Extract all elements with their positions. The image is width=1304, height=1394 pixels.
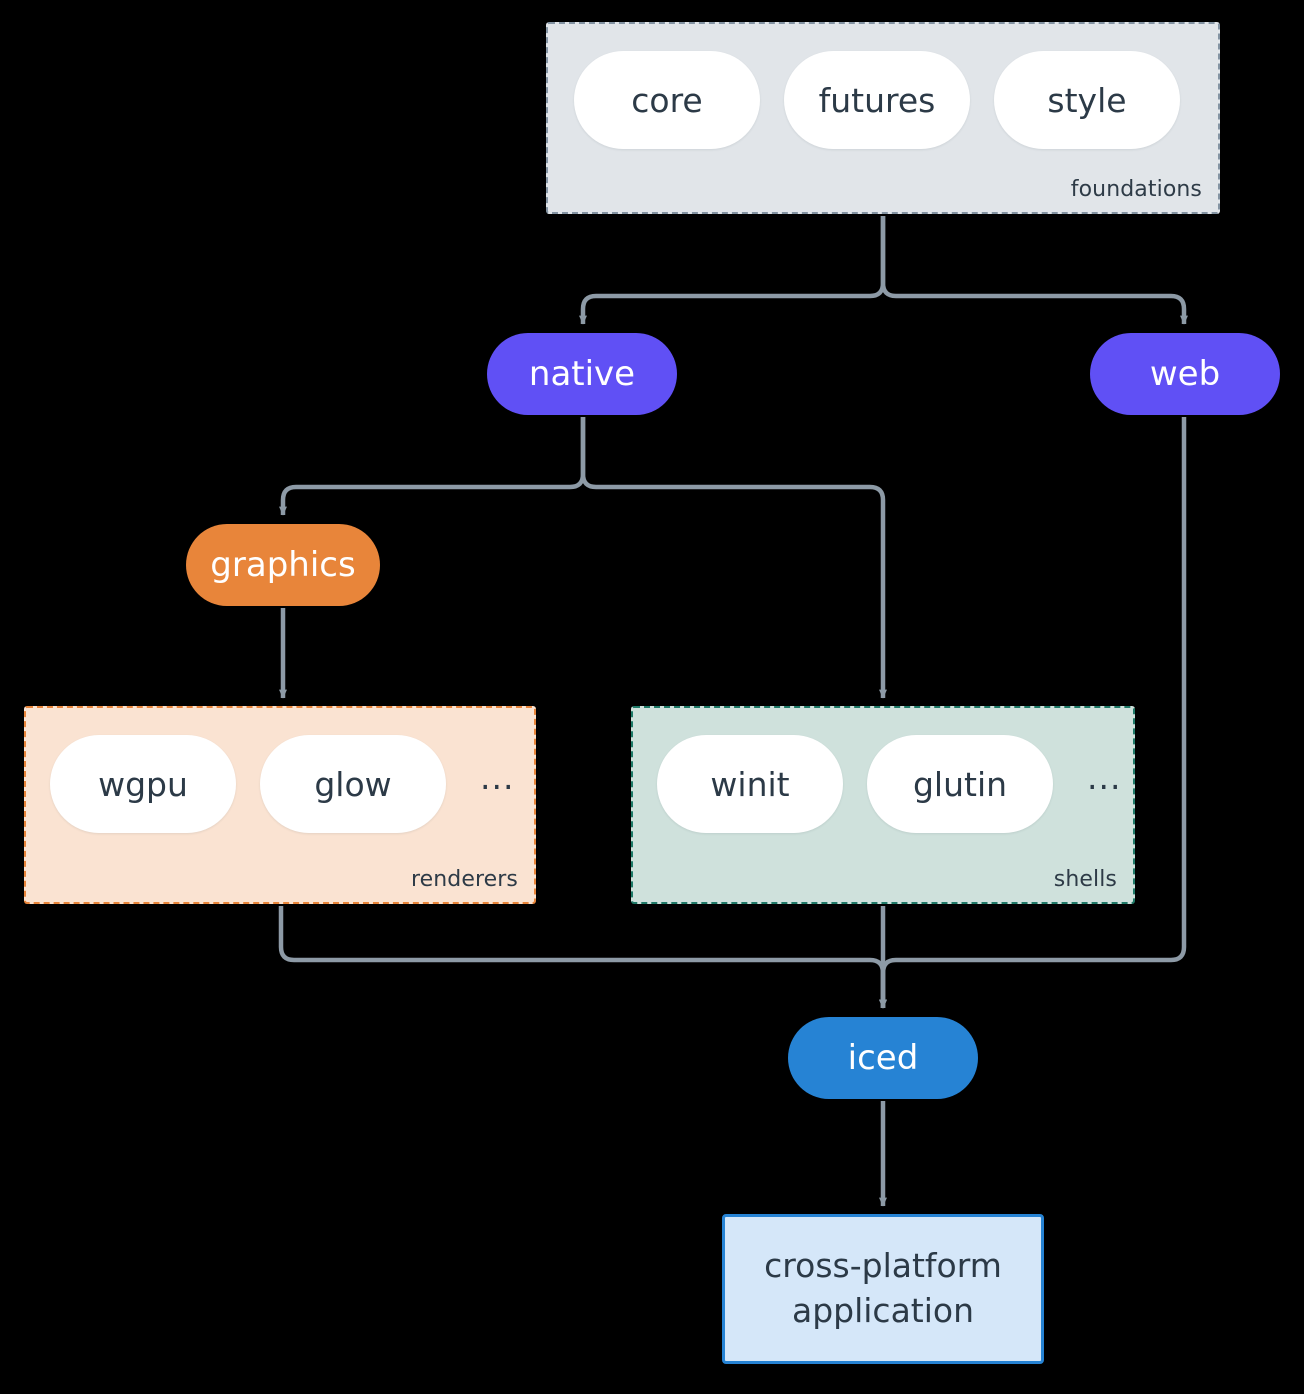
edge-foundations-web (880, 216, 1188, 325)
group-shells: winit glutin ... shells (631, 706, 1135, 904)
edge-renderers-iced (278, 906, 887, 1009)
shells-ellipsis: ... (1087, 757, 1122, 797)
foundations-pill-row: core futures style (574, 51, 1180, 149)
pill-core[interactable]: core (574, 51, 760, 149)
renderers-pill-row: wgpu glow ... (50, 735, 514, 833)
edge-foundations-native (579, 216, 886, 325)
group-renderers: wgpu glow ... renderers (24, 706, 536, 904)
group-label-renderers: renderers (410, 867, 518, 892)
application-line-1: cross-platform (764, 1246, 1002, 1286)
node-cross-platform-application[interactable]: cross-platform application (722, 1214, 1044, 1364)
pill-futures[interactable]: futures (784, 51, 970, 149)
pill-style[interactable]: style (994, 51, 1180, 149)
group-label-shells: shells (1053, 867, 1117, 892)
pill-glow[interactable]: glow (260, 735, 446, 833)
node-iced[interactable]: iced (788, 1017, 978, 1099)
shells-pill-row: winit glutin ... (657, 735, 1121, 833)
node-web[interactable]: web (1090, 333, 1280, 415)
node-native[interactable]: native (487, 333, 677, 415)
pill-wgpu[interactable]: wgpu (50, 735, 236, 833)
edge-native-shells (580, 417, 887, 699)
node-graphics[interactable]: graphics (186, 524, 380, 606)
pill-winit[interactable]: winit (657, 735, 843, 833)
pill-glutin[interactable]: glutin (867, 735, 1053, 833)
edge-native-graphics (279, 417, 586, 516)
group-label-foundations: foundations (1070, 177, 1202, 202)
group-foundations: core futures style foundations (546, 22, 1220, 214)
application-line-2: application (791, 1291, 975, 1330)
renderers-ellipsis: ... (480, 757, 515, 797)
